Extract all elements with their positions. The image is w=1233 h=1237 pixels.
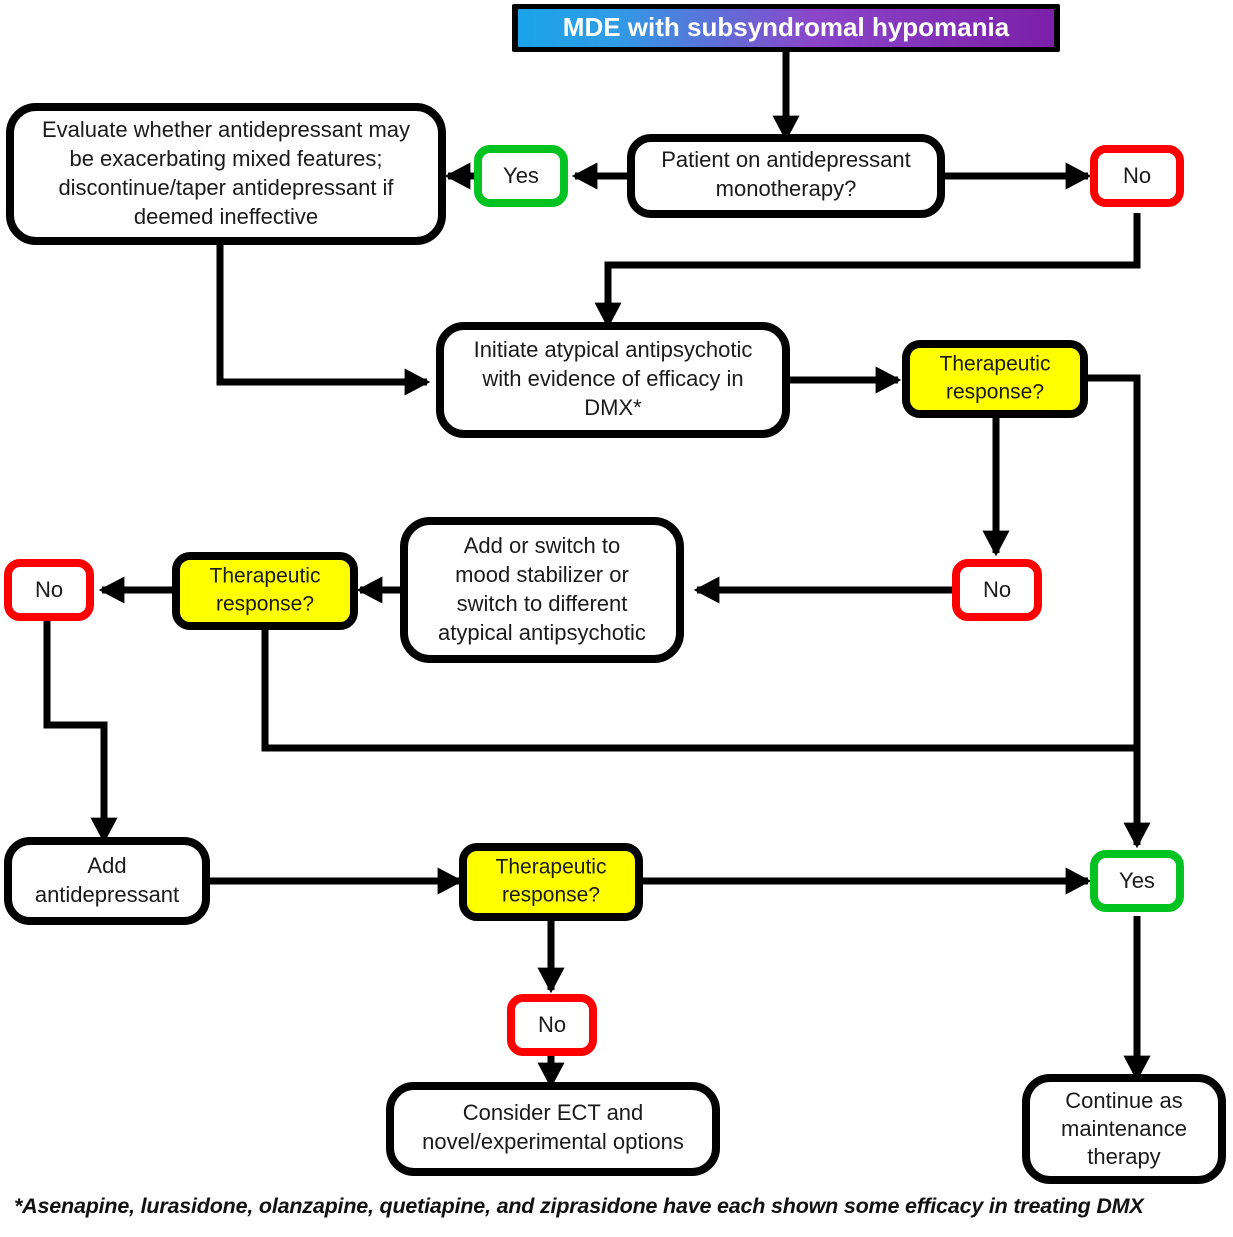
node-therapeutic-response-1: Therapeutic response? bbox=[902, 340, 1088, 418]
add-or-switch-line-2: mood stabilizer or bbox=[455, 562, 629, 587]
node-no-response-2: No bbox=[4, 559, 94, 621]
connector-evaluate-to-initiate bbox=[216, 240, 431, 396]
node-continue-maintenance: Continue as maintenance therapy bbox=[1022, 1074, 1226, 1184]
add-or-switch-line-3: switch to different bbox=[457, 591, 628, 616]
initiate-line-1: Initiate atypical antipsychotic bbox=[474, 337, 753, 362]
consider-ect-line-2: novel/experimental options bbox=[422, 1129, 684, 1154]
continue-line-3: therapy bbox=[1087, 1144, 1160, 1169]
monotherapy-line-2: monotherapy? bbox=[716, 176, 857, 201]
node-patient-monotherapy: Patient on antidepressant monotherapy? bbox=[627, 134, 945, 218]
node-no-monotherapy: No bbox=[1090, 145, 1184, 207]
node-therapeutic-response-3: Therapeutic response? bbox=[459, 843, 643, 921]
monotherapy-line-1: Patient on antidepressant bbox=[661, 147, 911, 172]
node-therapeutic-response-2: Therapeutic response? bbox=[172, 552, 358, 630]
add-antidepressant-line-2: antidepressant bbox=[35, 882, 179, 907]
connector-no-to-initiate bbox=[594, 213, 1141, 329]
node-header: MDE with subsyndromal hypomania bbox=[512, 4, 1060, 52]
evaluate-line-4: deemed ineffective bbox=[134, 204, 318, 229]
continue-line-2: maintenance bbox=[1061, 1116, 1187, 1141]
node-consider-ect: Consider ECT and novel/experimental opti… bbox=[386, 1082, 720, 1176]
continue-line-1: Continue as bbox=[1065, 1088, 1182, 1113]
connector-response1-yes-to-final-yes bbox=[1084, 374, 1151, 849]
header-label: MDE with subsyndromal hypomania bbox=[563, 12, 1010, 42]
connector-response2-yes-to-final-yes bbox=[261, 625, 1137, 752]
node-yes-monotherapy: Yes bbox=[474, 145, 568, 207]
evaluate-line-1: Evaluate whether antidepressant may bbox=[42, 117, 410, 142]
evaluate-line-2: be exacerbating mixed features; bbox=[69, 146, 382, 171]
footnote-text: *Asenapine, lurasidone, olanzapine, quet… bbox=[14, 1194, 1144, 1218]
node-add-antidepressant: Add antidepressant bbox=[4, 837, 210, 925]
add-or-switch-line-1: Add or switch to bbox=[464, 533, 621, 558]
node-no-response-1: No bbox=[952, 559, 1042, 621]
no-response3-label: No bbox=[538, 1012, 566, 1037]
no-response2-label: No bbox=[35, 577, 63, 602]
node-add-or-switch: Add or switch to mood stabilizer or swit… bbox=[400, 517, 684, 663]
yes-monotherapy-label: Yes bbox=[503, 163, 539, 188]
evaluate-line-3: discontinue/taper antidepressant if bbox=[58, 175, 394, 200]
yes-final-label: Yes bbox=[1119, 868, 1155, 893]
response3-line-1: Therapeutic bbox=[496, 856, 607, 879]
no-response1-label: No bbox=[983, 577, 1011, 602]
response3-line-2: response? bbox=[502, 884, 600, 907]
response1-line-2: response? bbox=[946, 381, 1044, 404]
initiate-line-3: DMX* bbox=[584, 395, 642, 420]
node-initiate-antipsychotic: Initiate atypical antipsychotic with evi… bbox=[436, 322, 790, 438]
response2-line-2: response? bbox=[216, 593, 314, 616]
no-monotherapy-label: No bbox=[1123, 163, 1151, 188]
connector-no2-to-add-antidepressant bbox=[43, 621, 118, 844]
initiate-line-2: with evidence of efficacy in bbox=[481, 366, 743, 391]
response2-line-1: Therapeutic bbox=[210, 565, 321, 588]
add-or-switch-line-4: atypical antipsychotic bbox=[438, 620, 646, 645]
node-yes-final: Yes bbox=[1090, 850, 1184, 912]
add-antidepressant-line-1: Add bbox=[87, 853, 126, 878]
node-no-response-3: No bbox=[507, 994, 597, 1056]
node-evaluate-antidepressant: Evaluate whether antidepressant may be e… bbox=[6, 103, 446, 245]
consider-ect-line-1: Consider ECT and bbox=[463, 1100, 644, 1125]
response1-line-1: Therapeutic bbox=[940, 353, 1051, 376]
